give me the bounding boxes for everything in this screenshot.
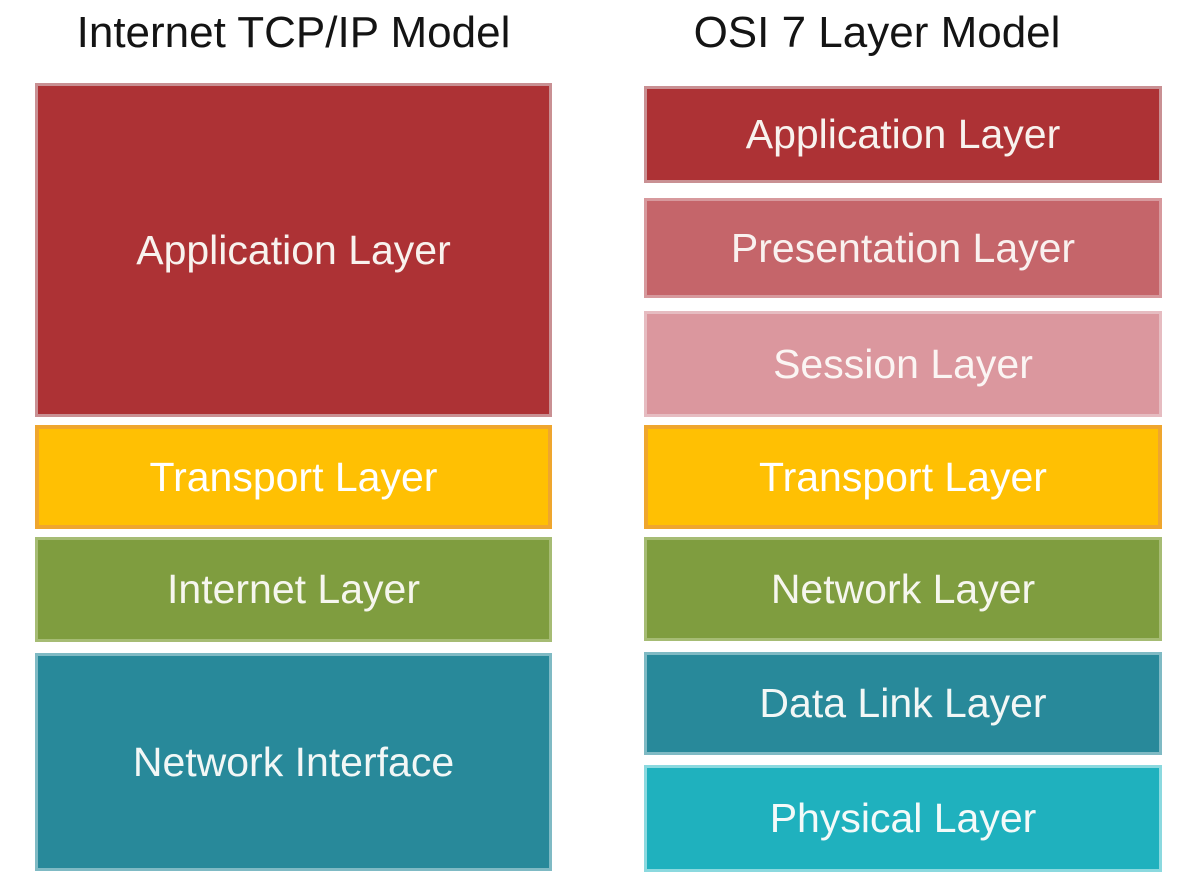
tcpip-model-title: Internet TCP/IP Model bbox=[76, 8, 511, 57]
osi-layer-presentation: Presentation Layer bbox=[644, 198, 1162, 298]
layer-label: Application Layer bbox=[136, 226, 451, 273]
osi-layer-network: Network Layer bbox=[644, 537, 1162, 641]
layer-label: Transport Layer bbox=[759, 453, 1047, 500]
osi-model-title: OSI 7 Layer Model bbox=[693, 8, 1061, 57]
osi-layer-data-link: Data Link Layer bbox=[644, 652, 1162, 755]
osi-layer-session: Session Layer bbox=[644, 311, 1162, 417]
layer-label: Session Layer bbox=[773, 340, 1033, 387]
osi-layer-physical: Physical Layer bbox=[644, 765, 1162, 872]
tcpip-layer-internet: Internet Layer bbox=[35, 537, 552, 642]
layer-label: Physical Layer bbox=[769, 795, 1037, 841]
layer-label: Internet Layer bbox=[167, 566, 420, 612]
layer-label: Application Layer bbox=[745, 111, 1061, 157]
layer-label: Network Layer bbox=[770, 565, 1036, 612]
tcpip-layer-application: Application Layer bbox=[35, 83, 552, 417]
layer-label: Presentation Layer bbox=[730, 224, 1076, 271]
osi-layer-application: Application Layer bbox=[644, 86, 1162, 183]
tcpip-layer-network-interface: Network Interface bbox=[35, 653, 552, 871]
tcpip-layer-transport: Transport Layer bbox=[35, 425, 552, 529]
layer-label: Network Interface bbox=[132, 738, 455, 785]
osi-layer-transport: Transport Layer bbox=[644, 425, 1162, 529]
layer-label: Data Link Layer bbox=[759, 680, 1047, 726]
layer-label: Transport Layer bbox=[149, 453, 438, 500]
